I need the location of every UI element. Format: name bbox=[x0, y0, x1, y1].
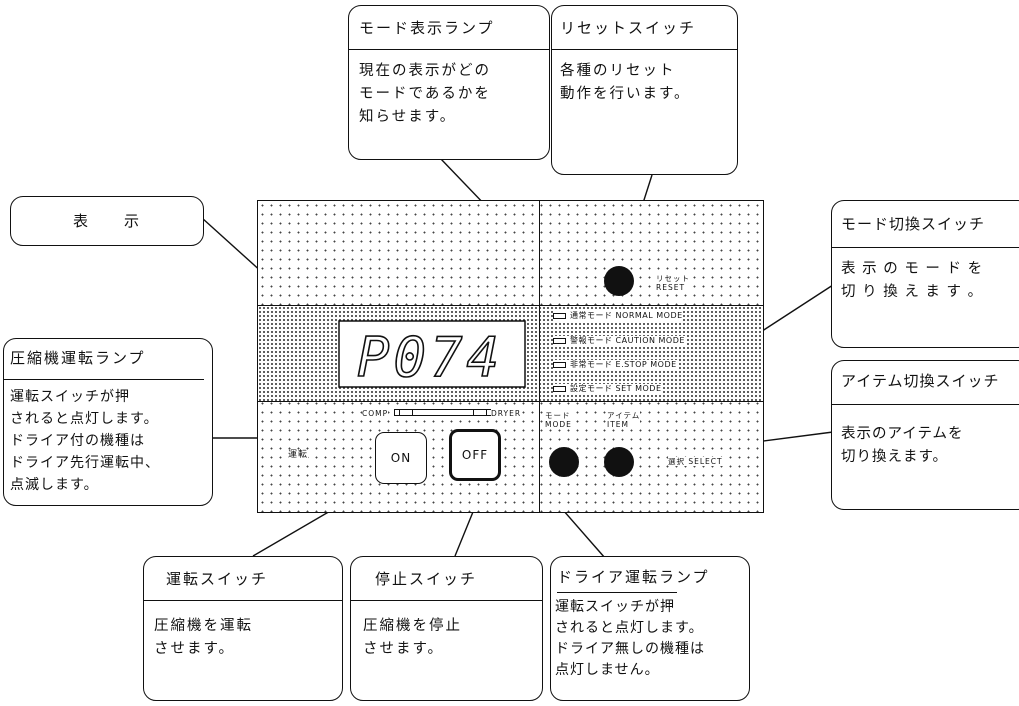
callout-run-switch: 運転スイッチ 圧縮機を運転 させます。 bbox=[143, 556, 343, 701]
dryer-lamp bbox=[473, 410, 487, 415]
run-label: 運転 bbox=[288, 450, 309, 460]
lamp-bar bbox=[394, 409, 492, 416]
callout-title: モード切換スイッチ bbox=[841, 215, 986, 233]
callout-body: 表示のアイテムを 切り換えます。 bbox=[841, 426, 964, 465]
select-label: 選択 SELECT bbox=[668, 457, 723, 466]
mode-switch-knob[interactable] bbox=[549, 447, 579, 477]
callout-stop-switch: 停止スイッチ 圧縮機を停止 させます。 bbox=[350, 556, 543, 701]
leader-stop-switch bbox=[454, 506, 476, 557]
reset-knob[interactable] bbox=[604, 266, 634, 296]
off-button[interactable]: OFF bbox=[449, 429, 501, 481]
comp-label: COMP bbox=[362, 409, 389, 418]
control-panel: P074 リセット RESET 通常モード NORMAL MODE 警報モード … bbox=[257, 200, 764, 513]
item-switch-knob[interactable] bbox=[604, 447, 634, 477]
lamp-mark bbox=[553, 385, 566, 392]
lamp-mark bbox=[553, 361, 566, 368]
callout-comp-lamp: 圧縮機運転ランプ 運転スイッチが押 されると点灯します。 ドライア付の機種は ド… bbox=[3, 338, 213, 506]
callout-title: リセットスイッチ bbox=[560, 19, 697, 37]
callout-title: 運転スイッチ bbox=[166, 570, 269, 588]
callout-mode-lamp: モード表示ランプ 現在の表示がどの モードであるかを 知らせます。 bbox=[348, 5, 550, 160]
display-value: P074 bbox=[357, 326, 503, 388]
mode-lamp-set: 設定モード SET MODE bbox=[553, 384, 662, 394]
callout-body: 圧縮機を運転 させます。 bbox=[154, 618, 253, 657]
callout-body: 圧縮機を停止 させます。 bbox=[363, 618, 462, 657]
callout-title: 停止スイッチ bbox=[375, 570, 478, 588]
callout-title: モード表示ランプ bbox=[359, 19, 495, 37]
callout-body: 表 示 の モ ー ド を 切 り 換 え ま す 。 bbox=[841, 261, 984, 300]
dryer-label: DRYER bbox=[491, 409, 522, 418]
reset-label: リセット RESET bbox=[656, 274, 690, 292]
mode-lamp-normal: 通常モード NORMAL MODE bbox=[553, 311, 683, 321]
mode-lamp-caution: 警報モード CAUTION MODE bbox=[553, 336, 685, 346]
callout-body: 運転スイッチが押 されると点灯します。 ドライア無しの機種は 点灯しません。 bbox=[555, 599, 705, 678]
on-button[interactable]: ON bbox=[375, 432, 427, 484]
callout-display: 表 示 bbox=[10, 196, 204, 246]
mode-switch-label: モード MODE bbox=[545, 411, 572, 429]
seven-seg-display: P074 bbox=[338, 320, 526, 388]
callout-reset-switch: リセットスイッチ 各種のリセット 動作を行います。 bbox=[551, 5, 738, 175]
callout-title: 圧縮機運転ランプ bbox=[10, 349, 146, 367]
callout-body: 現在の表示がどの モードであるかを 知らせます。 bbox=[359, 63, 491, 125]
lamp-mark bbox=[553, 312, 566, 319]
comp-lamp bbox=[399, 410, 413, 415]
panel-divider bbox=[539, 201, 540, 512]
callout-mode-switch: モード切換スイッチ 表 示 の モ ー ド を 切 り 換 え ま す 。 bbox=[831, 200, 1019, 348]
lamp-mark bbox=[553, 337, 566, 344]
callout-title: 表 示 bbox=[72, 212, 141, 230]
callout-dryer-lamp: ドライア運転ランプ 運転スイッチが押 されると点灯します。 ドライア無しの機種は… bbox=[550, 556, 750, 701]
item-switch-label: アイテム ITEM bbox=[607, 411, 641, 429]
callout-body: 運転スイッチが押 されると点灯します。 ドライア付の機種は ドライア先行運転中、… bbox=[10, 389, 160, 493]
callout-item-switch: アイテム切換スイッチ 表示のアイテムを 切り換えます。 bbox=[831, 360, 1019, 510]
callout-title: アイテム切換スイッチ bbox=[841, 372, 1000, 390]
mode-lamp-estop: 非常モード E.STOP MODE bbox=[553, 360, 677, 370]
callout-body: 各種のリセット 動作を行います。 bbox=[560, 63, 691, 102]
callout-title: ドライア運転ランプ bbox=[557, 568, 710, 586]
